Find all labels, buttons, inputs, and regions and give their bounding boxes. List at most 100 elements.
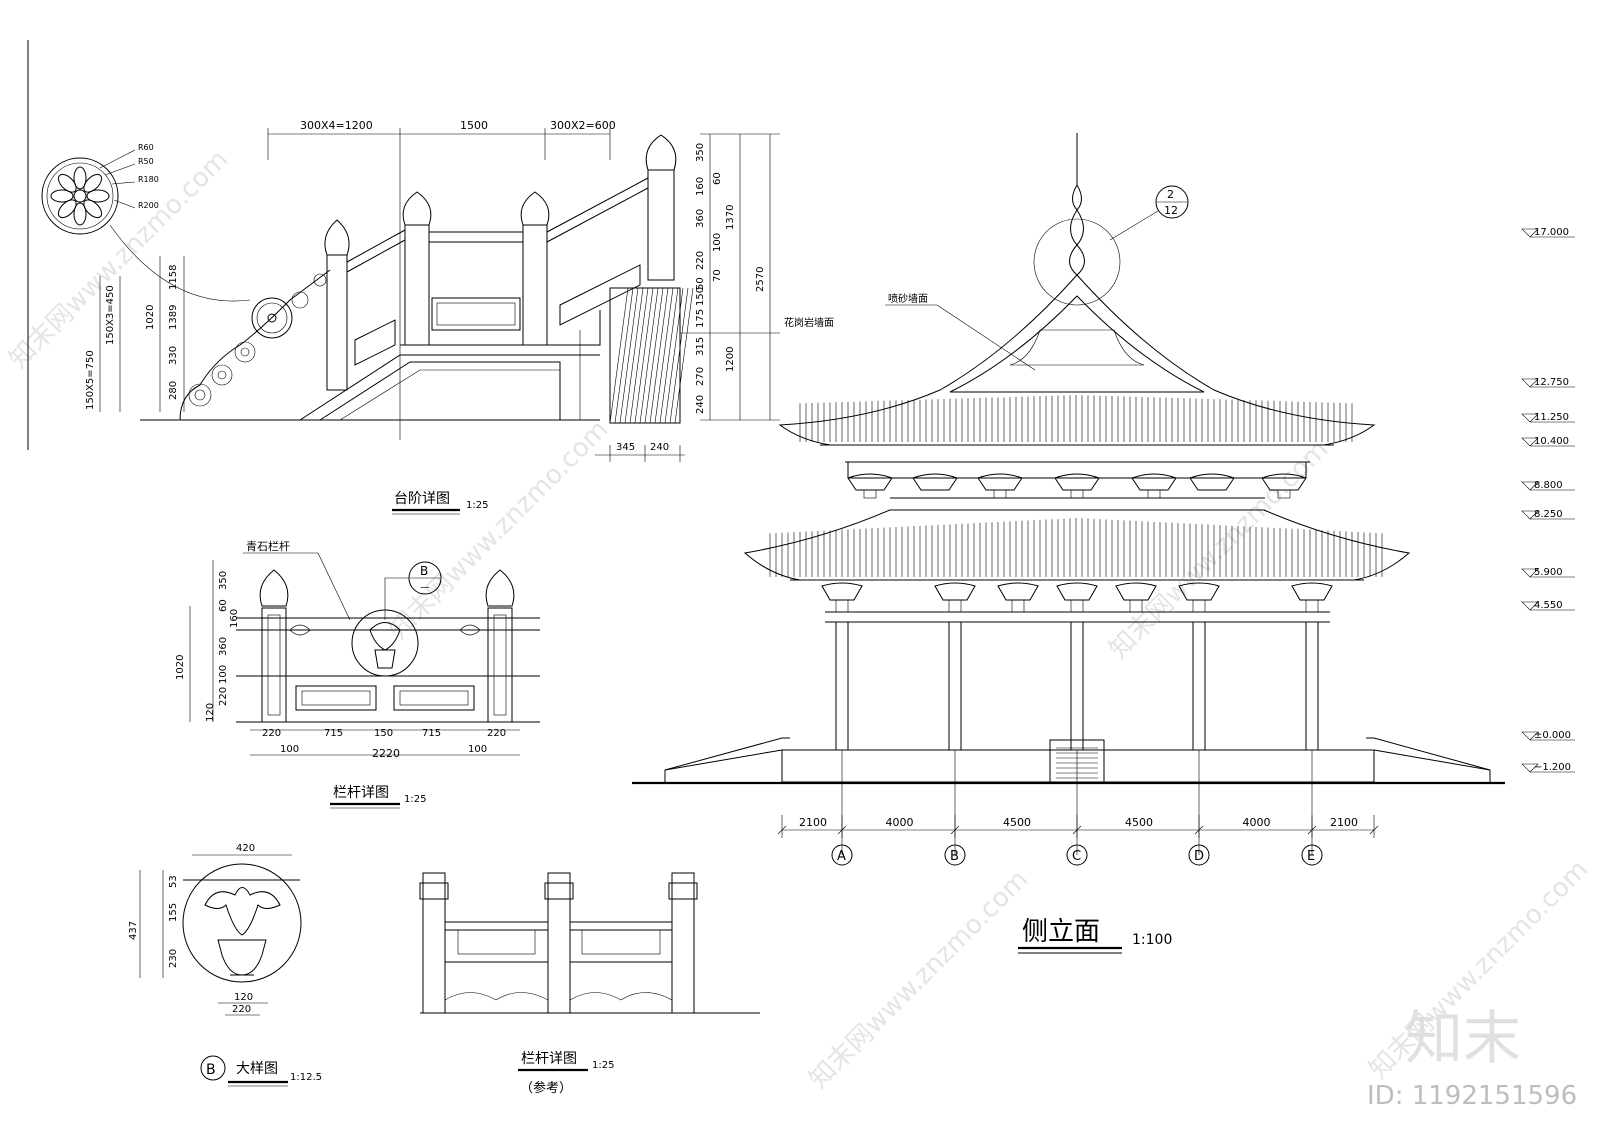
detail-b-circle <box>182 863 302 983</box>
watermark-text: 知末网www.znzmo.com <box>4 144 235 375</box>
level-value: 10.400 <box>1534 436 1569 447</box>
callout-letter: B <box>420 564 428 578</box>
dim-text: 100 <box>280 744 299 755</box>
elevation-title: 侧立面 <box>1022 917 1100 947</box>
cloud-ornament <box>204 887 281 936</box>
watermark-text: 知末网www.znzmo.com <box>804 864 1035 1095</box>
dim-text: 1500 <box>460 119 488 132</box>
level-value: ±0.000 <box>1534 730 1571 741</box>
level-mark: 17.000 <box>1521 227 1575 238</box>
watermark-logo: 知末 <box>1405 1004 1521 1072</box>
bay-dim: 2100 <box>799 816 827 829</box>
axis-bubble: D <box>1188 844 1210 866</box>
watermark-text: 知末网www.znzmo.com <box>384 414 615 645</box>
dim-text: 150 <box>695 287 706 306</box>
column <box>1192 621 1206 751</box>
dim-text: 150X5=750 <box>85 350 96 410</box>
dougong-bracket <box>912 473 958 491</box>
dougong-bracket <box>1261 473 1307 499</box>
detail-b-title: 大样图 <box>236 1061 278 1077</box>
detail-b-letter: B <box>206 1062 216 1078</box>
dim-text: 715 <box>324 728 343 739</box>
level-value: 11.250 <box>1534 412 1569 423</box>
level-value: 12.750 <box>1534 377 1569 388</box>
column <box>1305 621 1319 751</box>
rosette-label: R60 <box>138 143 154 152</box>
dim-text: 155 <box>168 903 179 922</box>
railing-detail: 青石栏杆 B — 350 60 160 360 <box>175 539 540 809</box>
elevation-scale: 1:100 <box>1132 932 1172 948</box>
wall-note: 花岗岩墙面 <box>784 316 834 329</box>
axis-bubble: B <box>944 844 966 866</box>
level-mark: 5.900 <box>1521 567 1575 578</box>
column <box>1070 621 1084 751</box>
callout-sub: — <box>420 582 430 593</box>
dim-text: 100 <box>712 233 723 252</box>
column <box>948 621 962 751</box>
stair-balustrade <box>324 134 677 391</box>
dougong-bracket <box>934 582 976 613</box>
watermark-id: ID: 1192151596 <box>1367 1081 1577 1111</box>
dim-text: 50 <box>695 277 706 290</box>
dim-text: 120 <box>205 703 216 722</box>
dim-text: 437 <box>128 921 139 940</box>
railing-post <box>261 607 287 723</box>
dim-text: 350 <box>218 571 229 590</box>
dim-text: 53 <box>168 875 179 888</box>
detail-b: 420 53 155 230 437 120 220 B 大样图 1:12.5 <box>128 843 322 1087</box>
rosette-leaders: R60 R50 R180 R200 <box>99 143 251 302</box>
dim-text: 330 <box>168 346 179 365</box>
dim-text: 315 <box>695 337 706 356</box>
watermark-text: 知末网www.znzmo.com <box>1104 434 1335 665</box>
dim-text: 1200 <box>725 347 736 372</box>
upper-roof <box>778 274 1376 446</box>
dougong-bracket <box>1056 582 1098 613</box>
rosette-label: R180 <box>138 175 159 184</box>
bay-dim: 4000 <box>886 816 914 829</box>
level-mark: ±0.000 <box>1521 730 1575 741</box>
dim-text: 160 <box>229 609 240 628</box>
dim-text: 220 <box>262 728 281 739</box>
dim-text: 360 <box>218 637 229 656</box>
stair-detail-scale: 1:25 <box>466 500 488 511</box>
dim-text: 420 <box>236 843 255 854</box>
level-mark: 11.250 <box>1521 412 1575 423</box>
dim-text: 1158 <box>168 265 179 290</box>
dim-text: 220 <box>695 251 706 270</box>
level-mark: 10.400 <box>1521 436 1575 447</box>
post-finial <box>259 569 289 607</box>
callout-den: 12 <box>1164 204 1178 217</box>
level-value: 8.250 <box>1534 509 1563 520</box>
dim-text: 360 <box>695 209 706 228</box>
dim-text: 1370 <box>725 205 736 230</box>
detail-b-scale: 1:12.5 <box>290 1072 322 1083</box>
dougong-bracket <box>821 582 863 613</box>
bay-dim: 4500 <box>1125 816 1153 829</box>
platform <box>781 749 1375 783</box>
stair-detail-title: 台阶详图 <box>394 491 450 507</box>
dim-text: 2570 <box>755 267 766 292</box>
level-mark: 12.750 <box>1521 377 1575 388</box>
dim-text: 150 <box>374 728 393 739</box>
dim-text: 240 <box>695 395 706 414</box>
rosette-label: R200 <box>138 201 159 210</box>
granite-wall-section: 花岗岩墙面 <box>609 287 834 424</box>
dim-text: 120 <box>234 992 253 1003</box>
axis-bubble: E <box>1301 844 1323 866</box>
stair-top-dims: 300X4=1200 1500 300X2=600 <box>267 119 616 440</box>
level-value: 8.800 <box>1534 480 1563 491</box>
post <box>326 254 348 391</box>
level-value: 5.900 <box>1534 567 1563 578</box>
dim-text: 100 <box>218 665 229 684</box>
dim-text: 160 <box>695 177 706 196</box>
stair-scroll-cheek <box>179 269 331 421</box>
dim-text: 175 <box>695 309 706 328</box>
dim-text: 150X3=450 <box>105 285 116 345</box>
dim-text: 1389 <box>168 305 179 330</box>
stair-detail: R60 R50 R180 R200 300X4=1200 1500 300X2=… <box>41 119 834 515</box>
dim-text: 230 <box>168 949 179 968</box>
bay-dim: 2100 <box>1330 816 1358 829</box>
stair-bottom-dims: 345 240 <box>595 442 685 462</box>
railing-detail-title: 栏杆详图 <box>333 785 389 801</box>
